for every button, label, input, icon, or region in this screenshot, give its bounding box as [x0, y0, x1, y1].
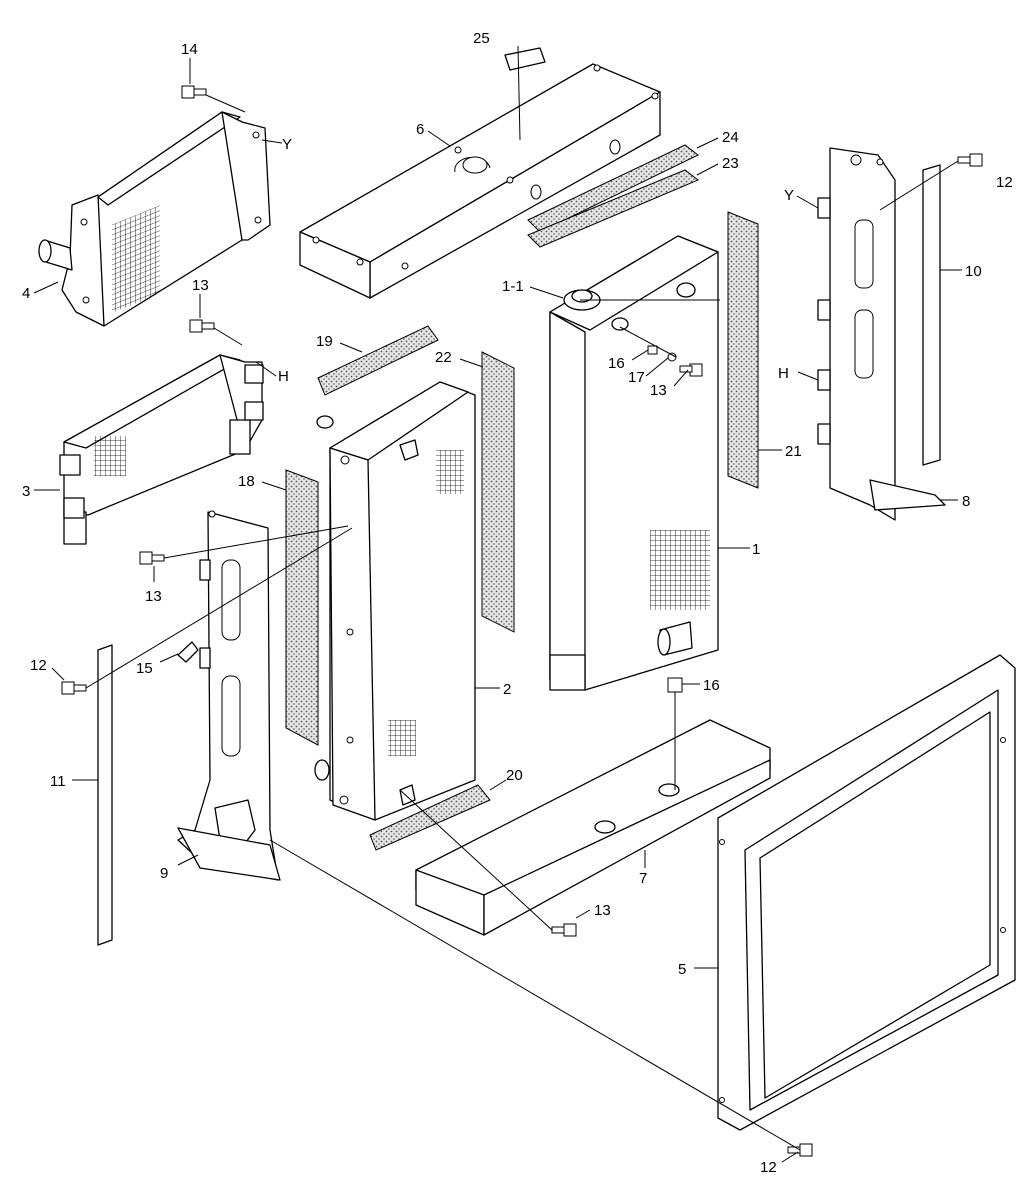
bolt-part-13-tray [551, 923, 577, 937]
bolt-part-14 [181, 85, 207, 99]
seal-part-18 [285, 469, 319, 746]
plug-part-16-upper [647, 345, 658, 355]
callout-13-tray: 13 [594, 902, 611, 919]
callout-20: 20 [506, 767, 523, 784]
top-cover-part-6 [299, 63, 661, 299]
side-strip-part-11 [97, 644, 113, 946]
bottom-tray-part-7 [415, 719, 771, 936]
clamp-part-15 [177, 641, 199, 663]
side-strip-part-10 [922, 164, 941, 466]
side-bracket-part-9 [177, 510, 281, 881]
callout-y-right: Y [784, 187, 794, 204]
callout-1: 1 [752, 541, 760, 558]
leader-lines [33, 45, 962, 1163]
callout-16-upper: 16 [608, 355, 625, 372]
label-plate-part-25 [504, 47, 546, 71]
bolt-part-12-left [61, 681, 87, 695]
assembly-lines [85, 94, 959, 1151]
callout-16-lower: 16 [703, 677, 720, 694]
seal-part-24 [527, 144, 699, 233]
callout-4: 4 [22, 285, 30, 302]
bolt-part-13-left [139, 551, 165, 565]
seal-part-22 [481, 351, 515, 633]
callout-14: 14 [181, 41, 198, 58]
callout-13-radiator: 13 [650, 382, 667, 399]
callout-9: 9 [160, 865, 168, 882]
callout-12-bottom: 12 [760, 1159, 777, 1176]
plug-part-16-lower [667, 677, 683, 693]
callout-24: 24 [722, 129, 739, 146]
seal-part-23 [527, 169, 699, 248]
callout-17: 17 [628, 369, 645, 386]
callout-h-right: H [778, 365, 789, 382]
washer-part-17 [667, 352, 677, 362]
callout-15: 15 [136, 660, 153, 677]
aftercooler-part-4 [38, 111, 271, 327]
bolt-part-13-upper [189, 319, 215, 333]
callout-1-1: 1-1 [502, 278, 524, 295]
callout-21: 21 [785, 443, 802, 460]
side-bracket-part-8 [817, 147, 946, 521]
seal-part-21 [727, 211, 759, 489]
callout-18: 18 [238, 473, 255, 490]
callout-8: 8 [962, 493, 970, 510]
front-frame-part-5 [717, 654, 1016, 1131]
callout-labels: 14 Y 4 13 H 3 25 6 24 23 1-1 16 17 13 19… [22, 30, 1013, 1176]
fuel-cooler-part-3 [59, 354, 264, 545]
callout-19: 19 [316, 333, 333, 350]
callout-11: 11 [50, 773, 66, 790]
callout-22: 22 [435, 349, 452, 366]
callout-h-left: H [278, 368, 289, 385]
callout-13-left: 13 [145, 588, 162, 605]
callout-7: 7 [639, 870, 647, 887]
callout-13: 13 [192, 277, 209, 294]
callout-y-upper-left: Y [282, 136, 292, 153]
callout-12-right: 12 [996, 174, 1013, 191]
callout-5: 5 [678, 961, 686, 978]
radiator-part-1 [549, 235, 719, 691]
callout-12-left: 12 [30, 657, 47, 674]
callout-2: 2 [503, 681, 511, 698]
oil-cooler-part-2 [314, 381, 476, 821]
seal-part-19 [317, 325, 439, 396]
bolt-part-12-right [957, 153, 983, 167]
callout-23: 23 [722, 155, 739, 172]
callout-3: 3 [22, 483, 30, 500]
callout-6: 6 [416, 121, 424, 138]
callout-25: 25 [473, 30, 490, 47]
callout-10: 10 [965, 263, 982, 280]
